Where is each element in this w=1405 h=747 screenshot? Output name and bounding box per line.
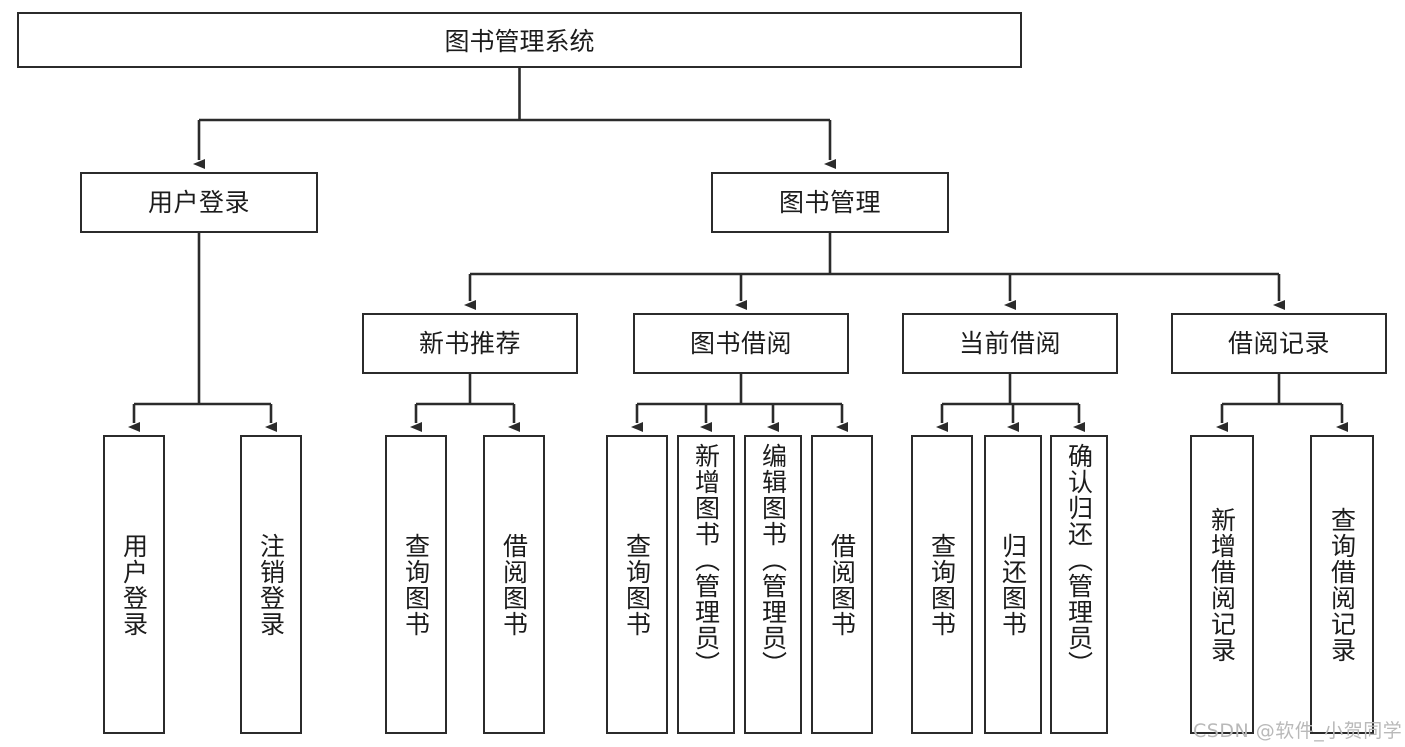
- leaf-query-book-2-label: 查询图书: [622, 532, 652, 637]
- leaf-user-login-label: 用户登录: [119, 532, 149, 637]
- node-book-manage[interactable]: 图书管理: [711, 172, 949, 233]
- leaf-borrow-book-1-label: 借阅图书: [499, 532, 529, 637]
- leaf-borrow-book-1[interactable]: 借阅图书: [483, 435, 545, 734]
- csdn-watermark: CSDN @软件_小贺同学: [1193, 720, 1403, 742]
- leaf-user-login[interactable]: 用户登录: [103, 435, 165, 734]
- node-user-login[interactable]: 用户登录: [80, 172, 318, 233]
- leaf-query-book-3-label: 查询图书: [927, 532, 957, 637]
- leaf-query-borrow-record-label: 查询借阅记录: [1327, 506, 1357, 663]
- leaf-logout-label: 注销登录: [256, 532, 286, 637]
- leaf-query-book-2[interactable]: 查询图书: [606, 435, 668, 734]
- node-root-system[interactable]: 图书管理系统: [17, 12, 1022, 68]
- node-book-borrow[interactable]: 图书借阅: [633, 313, 849, 374]
- leaf-confirm-return-admin-label: 确认归还（管理员）: [1064, 443, 1094, 677]
- leaf-edit-book-admin[interactable]: 编辑图书（管理员）: [744, 435, 802, 734]
- leaf-return-book-label: 归还图书: [998, 532, 1028, 637]
- leaf-borrow-book-2[interactable]: 借阅图书: [811, 435, 873, 734]
- node-new-book-rec[interactable]: 新书推荐: [362, 313, 578, 374]
- leaf-borrow-book-2-label: 借阅图书: [827, 532, 857, 637]
- node-borrow-record[interactable]: 借阅记录: [1171, 313, 1387, 374]
- leaf-confirm-return-admin[interactable]: 确认归还（管理员）: [1050, 435, 1108, 734]
- node-book-manage-label: 图书管理: [778, 187, 881, 217]
- node-book-borrow-label: 图书借阅: [689, 328, 792, 358]
- leaf-add-book-admin[interactable]: 新增图书（管理员）: [677, 435, 735, 734]
- leaf-add-borrow-record-label: 新增借阅记录: [1207, 506, 1237, 663]
- leaf-add-book-admin-label: 新增图书（管理员）: [691, 443, 721, 677]
- leaf-add-borrow-record[interactable]: 新增借阅记录: [1190, 435, 1254, 734]
- node-current-borrow-label: 当前借阅: [958, 328, 1061, 358]
- node-current-borrow[interactable]: 当前借阅: [902, 313, 1118, 374]
- leaf-edit-book-admin-label: 编辑图书（管理员）: [758, 443, 788, 677]
- node-root-label: 图书管理系统: [444, 27, 595, 56]
- leaf-query-book-1-label: 查询图书: [401, 532, 431, 637]
- leaf-query-book-1[interactable]: 查询图书: [385, 435, 447, 734]
- leaf-return-book[interactable]: 归还图书: [984, 435, 1042, 734]
- leaf-logout[interactable]: 注销登录: [240, 435, 302, 734]
- node-new-book-rec-label: 新书推荐: [418, 328, 521, 358]
- node-user-login-label: 用户登录: [147, 187, 250, 217]
- leaf-query-borrow-record[interactable]: 查询借阅记录: [1310, 435, 1374, 734]
- node-borrow-record-label: 借阅记录: [1227, 328, 1330, 358]
- leaf-query-book-3[interactable]: 查询图书: [911, 435, 973, 734]
